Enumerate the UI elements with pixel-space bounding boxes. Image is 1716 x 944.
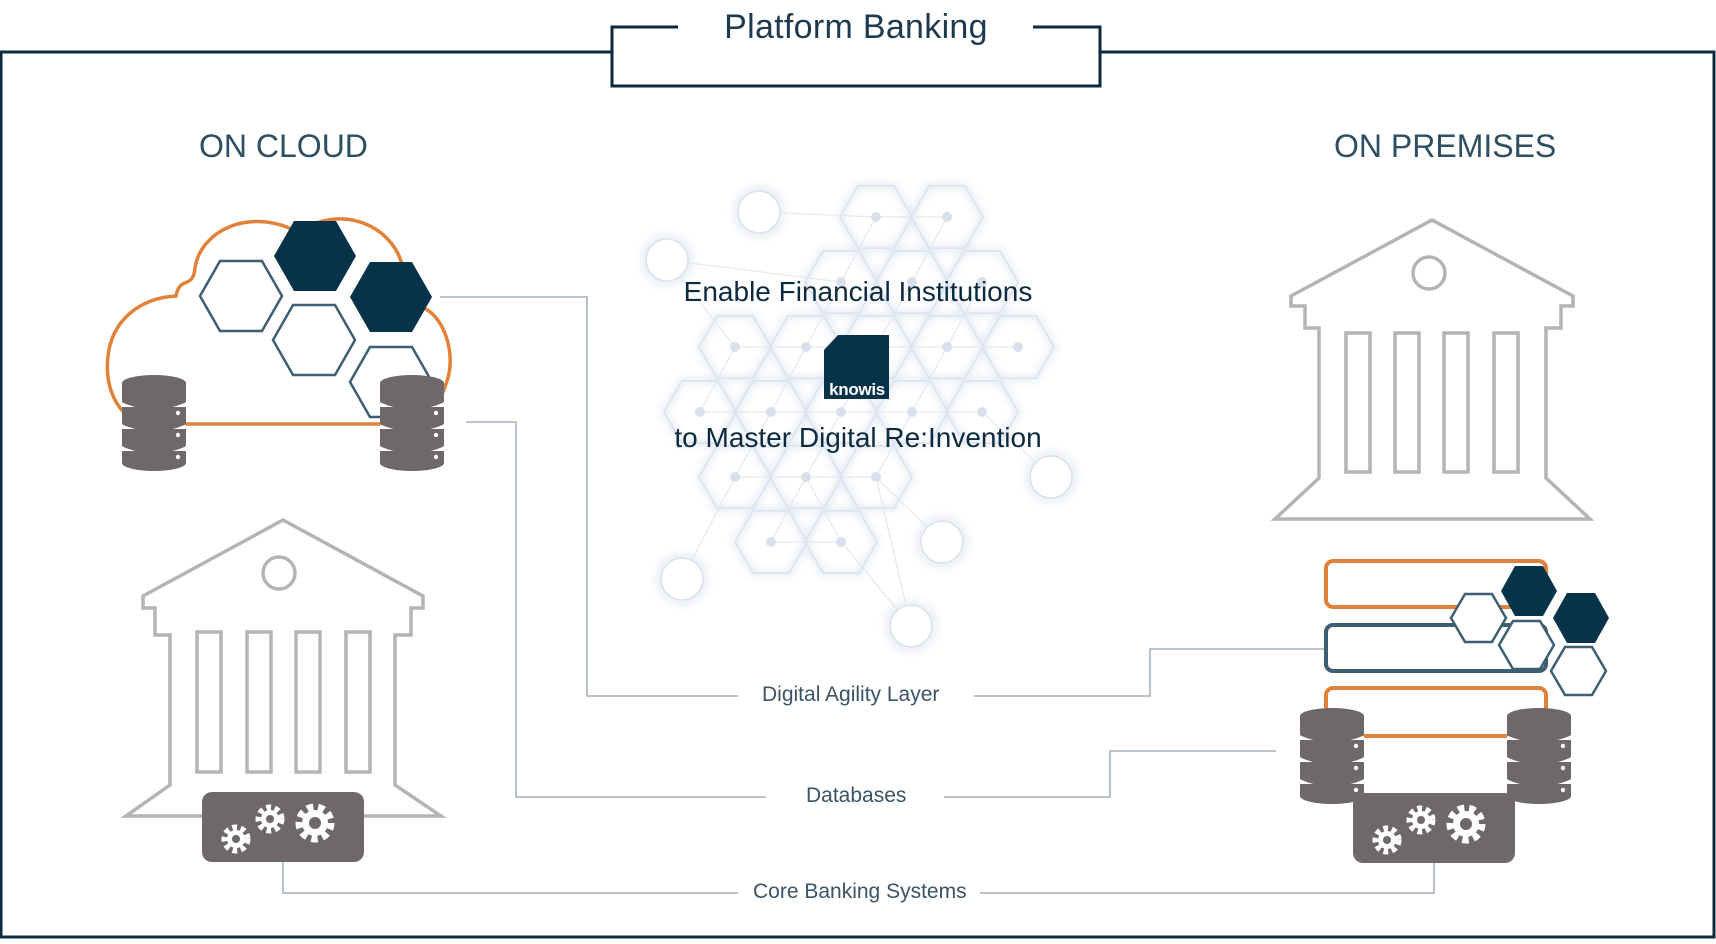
connector-core-left <box>282 862 738 894</box>
layer-label-agility: Digital Agility Layer <box>752 683 950 707</box>
layer-label-databases: Databases <box>796 784 917 808</box>
premises-stack <box>1298 559 1609 863</box>
connector-lines <box>282 296 1435 894</box>
knowis-logo <box>824 335 889 399</box>
connector-agility-right <box>974 648 1325 697</box>
layer-label-core-banking: Core Banking Systems <box>743 880 977 904</box>
gears-icon <box>1353 793 1515 863</box>
connector-core-right <box>980 862 1435 894</box>
section-label-premises: ON PREMISES <box>1334 128 1557 164</box>
tagline-line-1: Enable Financial Institutions <box>683 276 1033 307</box>
database-icon <box>1298 706 1573 806</box>
network-icon <box>641 183 1077 652</box>
connector-db-left <box>466 421 766 798</box>
outer-frame <box>0 25 1716 939</box>
connector-agility-left <box>440 296 738 697</box>
section-label-cloud: ON CLOUD <box>199 128 368 164</box>
hexagon-icon <box>1449 566 1609 697</box>
bank-building-icon <box>120 518 447 818</box>
diagram-title: Platform Banking <box>724 8 988 46</box>
hexagon-icon <box>198 221 434 419</box>
gears-icon <box>202 792 364 862</box>
knowis-logo-text: knowis <box>829 380 885 399</box>
connector-db-right <box>944 750 1276 798</box>
bank-building-icon <box>1270 218 1595 521</box>
tagline-line-2: to Master Digital Re:Invention <box>674 422 1042 453</box>
cloud-group <box>105 217 452 473</box>
